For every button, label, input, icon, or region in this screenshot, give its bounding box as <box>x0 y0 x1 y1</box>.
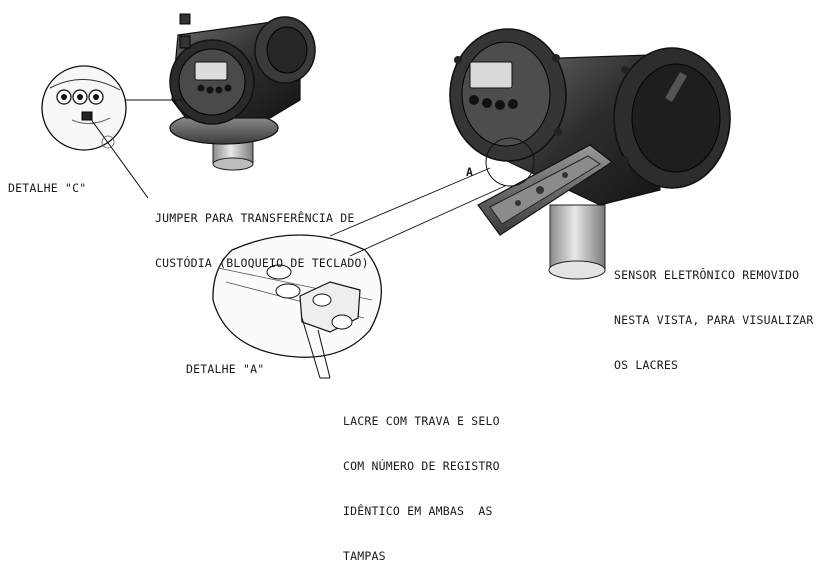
sensor-label-line: SENSOR ELETRÔNICO REMOVIDO <box>614 268 800 282</box>
detail-a-projection-line-top <box>329 167 491 237</box>
jumper-label: JUMPER PARA TRANSFERÊNCIA DE CUSTÓDIA (B… <box>155 181 369 286</box>
detail-c-keys <box>56 89 104 105</box>
seal-label-line: TAMPAS <box>343 549 386 563</box>
detail-a-projection-line-bottom <box>349 185 506 257</box>
large-meter-illustration <box>449 28 731 280</box>
seal-leader-line-1 <box>301 317 321 379</box>
detail-c-magnifier <box>41 65 127 151</box>
large-meter-pipe <box>549 204 606 271</box>
point-a-marker <box>485 137 535 187</box>
jumper-label-line: JUMPER PARA TRANSFERÊNCIA DE <box>155 211 355 225</box>
seal-label-line: COM NÚMERO DE REGISTRO <box>343 459 500 473</box>
detail-a-illustration <box>212 167 506 379</box>
detail-a-screw-hole <box>266 264 292 280</box>
detail-c-illustration <box>41 65 182 199</box>
sensor-label: SENSOR ELETRÔNICO REMOVIDO NESTA VISTA, … <box>614 238 813 388</box>
detail-a-label: DETALHE "A" <box>186 362 265 376</box>
seal-leader-line-2 <box>317 329 331 379</box>
sensor-label-line: OS LACRES <box>614 358 679 372</box>
detail-c-label: DETALHE "C" <box>8 181 87 195</box>
diagram-canvas <box>41 13 731 379</box>
jumper-label-line: CUSTÓDIA (BLOQUEIO DE TECLADO) <box>155 256 369 270</box>
point-a-label: A <box>466 165 474 179</box>
seal-label: LACRE COM TRAVA E SELO COM NÚMERO DE REG… <box>343 384 500 579</box>
large-meter-display <box>469 61 513 89</box>
small-transmitter-display <box>194 61 228 81</box>
small-transmitter-illustration <box>169 13 316 171</box>
sensor-label-line: NESTA VISTA, PARA VISUALIZAR <box>614 313 814 327</box>
large-meter-keypad <box>469 95 518 110</box>
detail-c-jumper <box>81 111 93 121</box>
jumper-leader-line <box>89 117 149 199</box>
seal-label-line: IDÊNTICO EM AMBAS AS <box>343 504 493 518</box>
small-transmitter-keypad <box>197 84 232 94</box>
seal-label-line: LACRE COM TRAVA E SELO <box>343 414 500 428</box>
